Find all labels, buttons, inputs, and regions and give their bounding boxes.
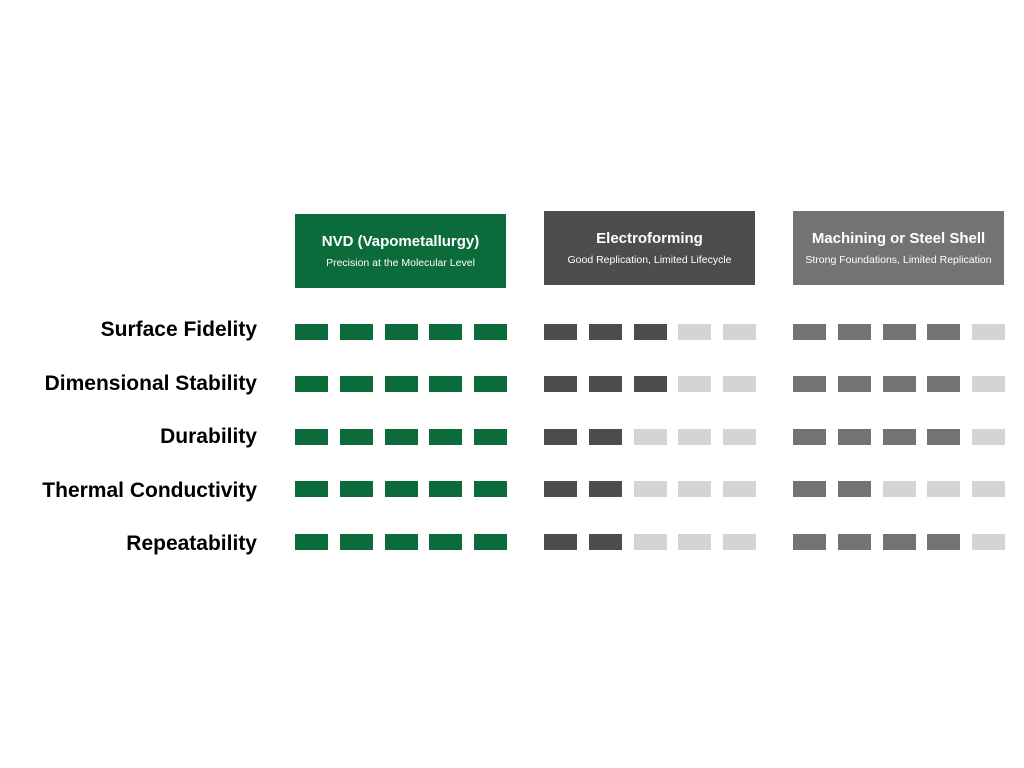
rating-segment xyxy=(972,376,1005,392)
rating-segment xyxy=(474,481,507,497)
rating-segment xyxy=(544,534,577,550)
rating-segment xyxy=(340,324,373,340)
column-subtitle: Good Replication, Limited Lifecycle xyxy=(567,253,732,266)
rating-segment xyxy=(723,481,756,497)
column-subtitle: Precision at the Molecular Level xyxy=(326,256,475,269)
column-title: NVD (Vapometallurgy) xyxy=(321,232,480,250)
rating-segment xyxy=(838,429,871,445)
rating-segment xyxy=(295,481,328,497)
rating-segment xyxy=(927,376,960,392)
rating-segment xyxy=(838,324,871,340)
rating-segment xyxy=(927,429,960,445)
rating-segment xyxy=(295,429,328,445)
rating-segment xyxy=(544,376,577,392)
rating-segment xyxy=(295,376,328,392)
column-title: Machining or Steel Shell xyxy=(811,229,986,247)
rating-segment xyxy=(340,429,373,445)
column-header-machining: Machining or Steel Shell Strong Foundati… xyxy=(793,211,1004,285)
rating-segment xyxy=(883,534,916,550)
rating-segment xyxy=(429,481,462,497)
rating-segment xyxy=(429,534,462,550)
rating-segment xyxy=(385,534,418,550)
rating-segment xyxy=(340,481,373,497)
rating-segment xyxy=(385,481,418,497)
rating-segment xyxy=(589,481,622,497)
rating-segment xyxy=(589,429,622,445)
rating-segment xyxy=(678,376,711,392)
rating-segment xyxy=(678,534,711,550)
rating-segment xyxy=(544,324,577,340)
rating-segment xyxy=(340,376,373,392)
rating-segment xyxy=(634,481,667,497)
rating-segment xyxy=(723,429,756,445)
rating-segment xyxy=(429,324,462,340)
rating-segment xyxy=(634,376,667,392)
rating-segment xyxy=(544,481,577,497)
rating-segment xyxy=(793,481,826,497)
rating-segment xyxy=(793,376,826,392)
rating-segment xyxy=(385,324,418,340)
rating-segment xyxy=(723,534,756,550)
row-label-thermal-conductivity: Thermal Conductivity xyxy=(42,479,257,502)
rating-segment xyxy=(838,534,871,550)
rating-segment xyxy=(678,481,711,497)
rating-segment xyxy=(972,534,1005,550)
rating-segment xyxy=(340,534,373,550)
rating-segment xyxy=(634,324,667,340)
column-header-nvd: NVD (Vapometallurgy) Precision at the Mo… xyxy=(295,214,506,288)
column-title: Electroforming xyxy=(596,229,703,247)
row-label-surface-fidelity: Surface Fidelity xyxy=(100,318,257,341)
rating-segment xyxy=(838,376,871,392)
rating-segment xyxy=(589,376,622,392)
rating-segment xyxy=(295,324,328,340)
rating-segment xyxy=(429,429,462,445)
rating-segment xyxy=(883,481,916,497)
rating-segment xyxy=(972,429,1005,445)
rating-segment xyxy=(723,324,756,340)
rating-segment xyxy=(927,324,960,340)
rating-segment xyxy=(838,481,871,497)
row-label-dimensional-stability: Dimensional Stability xyxy=(44,372,257,395)
rating-segment xyxy=(972,481,1005,497)
rating-segment xyxy=(927,534,960,550)
row-label-durability: Durability xyxy=(160,425,257,448)
rating-segment xyxy=(474,376,507,392)
rating-segment xyxy=(634,534,667,550)
rating-segment xyxy=(793,324,826,340)
rating-segment xyxy=(474,324,507,340)
rating-segment xyxy=(634,429,667,445)
rating-segment xyxy=(678,429,711,445)
rating-segment xyxy=(723,376,756,392)
row-label-repeatability: Repeatability xyxy=(126,532,257,555)
rating-segment xyxy=(429,376,462,392)
rating-segment xyxy=(883,429,916,445)
rating-segment xyxy=(678,324,711,340)
rating-segment xyxy=(385,376,418,392)
rating-segment xyxy=(589,534,622,550)
rating-segment xyxy=(927,481,960,497)
rating-segment xyxy=(972,324,1005,340)
rating-segment xyxy=(793,429,826,445)
rating-segment xyxy=(474,534,507,550)
rating-segment xyxy=(883,376,916,392)
column-subtitle: Strong Foundations, Limited Replication xyxy=(805,253,992,266)
column-header-electroforming: Electroforming Good Replication, Limited… xyxy=(544,211,755,285)
rating-segment xyxy=(385,429,418,445)
rating-segment xyxy=(295,534,328,550)
rating-segment xyxy=(883,324,916,340)
rating-segment xyxy=(474,429,507,445)
rating-segment xyxy=(793,534,826,550)
rating-segment xyxy=(589,324,622,340)
rating-segment xyxy=(544,429,577,445)
